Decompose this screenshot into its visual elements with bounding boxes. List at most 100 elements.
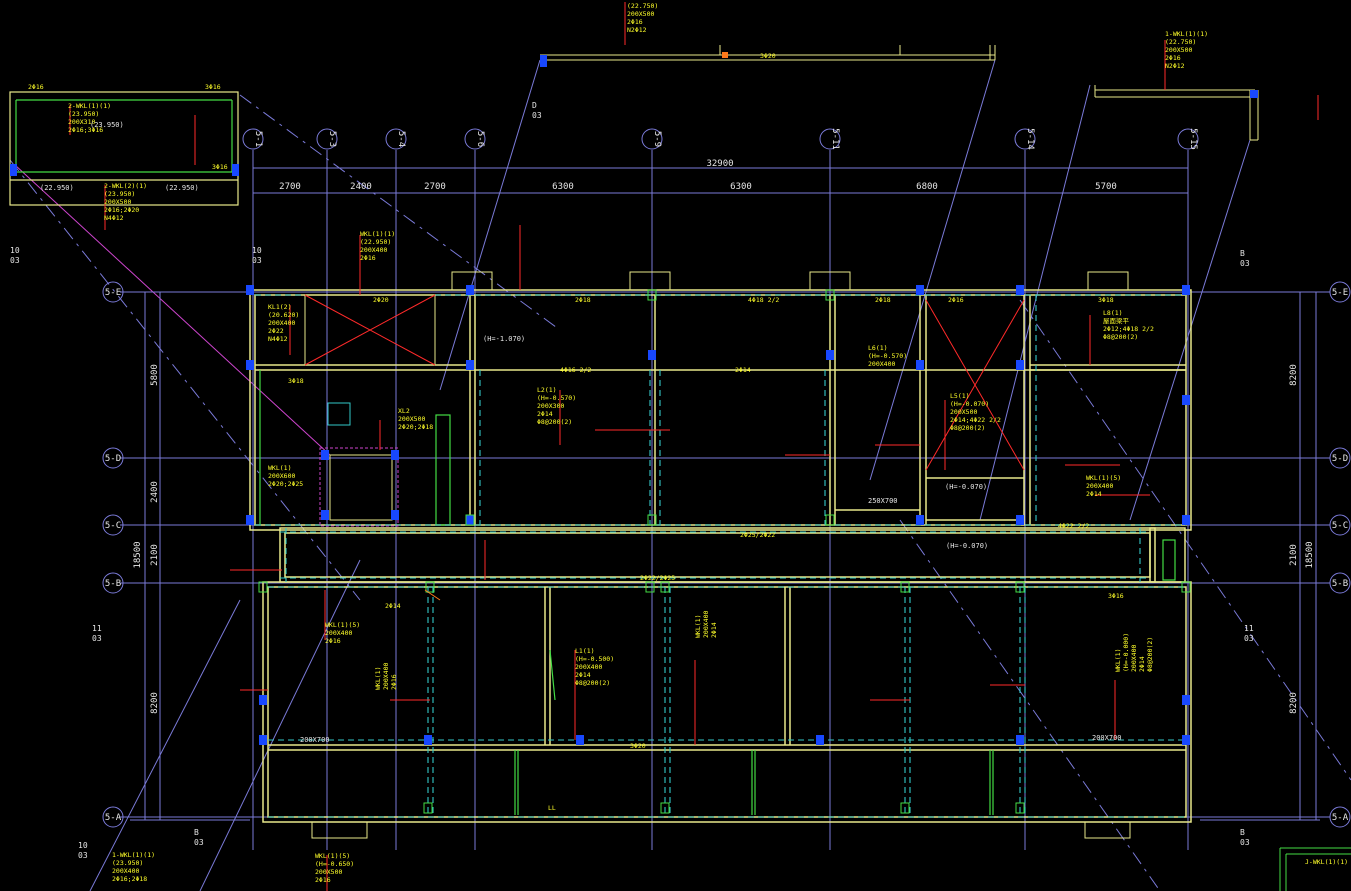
dimension-span: 2700	[279, 182, 301, 192]
annotation-labels: (22.750)200X5002Φ16N2Φ122-WKL(1)(1)(23.9…	[40, 2, 1348, 884]
beam-label-line: 2Φ20;2Φ18	[398, 423, 433, 431]
beam-label-line: (H=-0.070)	[950, 400, 989, 408]
axis-bubble	[102, 514, 124, 536]
beam-label-line: (22.750)	[627, 2, 658, 10]
beam-label-line: L1(1)	[575, 647, 595, 655]
beam-label-line: L2(1)	[537, 386, 557, 394]
beam-label-line: Φ8@200(2)	[1146, 637, 1154, 672]
beam-label-line: 2Φ16;2Φ18	[112, 875, 147, 883]
column	[916, 515, 924, 525]
rebar-tag: 3Φ18	[1098, 296, 1114, 304]
beam-label-line: 2Φ16	[627, 18, 643, 26]
beam-label-line: XL2	[398, 407, 410, 415]
column	[1016, 735, 1024, 745]
beam-label-line: 200X500	[398, 415, 425, 423]
columns	[246, 285, 1191, 814]
beam-label-line: (H=-0.000)	[1122, 633, 1130, 672]
column	[424, 735, 432, 745]
column	[246, 285, 254, 295]
column	[1182, 695, 1190, 705]
beam-label-line: 200X310	[68, 118, 95, 126]
beam-label-line: WKL(1)	[268, 464, 291, 472]
column	[816, 735, 824, 745]
section-mark-bottom: 03	[252, 256, 262, 265]
column-outline	[660, 802, 670, 814]
beam-label: J-WKL(1)(1)	[1305, 858, 1348, 866]
beam-label-line: (23.950)	[68, 110, 99, 118]
beam-label-line: J-WKL(1)(1)	[1305, 858, 1348, 866]
beam-label-line: 200X400	[112, 867, 139, 875]
detail-strip-marker	[722, 52, 728, 58]
detail-box-column-left	[10, 164, 17, 176]
axis-label: 5-E	[1332, 288, 1348, 298]
beam-label-line: 2Φ16	[360, 254, 376, 262]
column-outline	[1015, 802, 1025, 814]
axis-bubble	[102, 281, 124, 303]
axis-label: 5-14	[1025, 128, 1035, 150]
beam-label-line: 屋面梁平	[1103, 316, 1130, 325]
rebar-tag: 3Φ16	[212, 163, 228, 171]
axis-bubble	[1329, 447, 1351, 469]
column	[1016, 360, 1024, 370]
section-mark-bottom: 03	[78, 851, 88, 860]
column	[321, 450, 329, 460]
column-outline	[825, 289, 835, 301]
beam-label-line: N4Φ12	[268, 335, 288, 343]
axis-label: 5-B	[1332, 579, 1348, 589]
column	[1016, 285, 1024, 295]
column	[1182, 285, 1190, 295]
axis-label: 5-B	[105, 579, 121, 589]
beam-label-line: 200X300	[537, 402, 564, 410]
axis-label: 5-D	[1332, 454, 1348, 464]
axis-bubble	[102, 572, 124, 594]
beam-label-line: 2Φ14	[1138, 656, 1146, 672]
rebar-tag: 2Φ18	[875, 296, 891, 304]
beam-label-line: (H=-0.500)	[575, 655, 614, 663]
section-mark-top: B	[194, 828, 199, 837]
beam-label-line: Φ8@200(2)	[575, 679, 610, 687]
detail-box-topleft	[9, 91, 239, 206]
dimension-total: 32900	[706, 159, 733, 169]
column-outline	[825, 514, 835, 526]
beam-label-line: L8(1)	[1103, 309, 1123, 317]
column-outline	[423, 802, 433, 814]
dimension-span: 2400	[350, 182, 372, 192]
axis-bubble	[1329, 514, 1351, 536]
column	[916, 360, 924, 370]
column	[259, 735, 267, 745]
axis-bubble	[316, 128, 338, 150]
axis-label: 5-11	[830, 128, 840, 150]
column-outline	[425, 581, 435, 593]
column	[1182, 735, 1190, 745]
section-mark-top: 11	[1244, 624, 1254, 633]
beam-label-line: 200X400	[868, 360, 895, 368]
level-tag: 200X700	[1092, 734, 1122, 742]
column	[576, 735, 584, 745]
beam-label-line: 2Φ14	[575, 671, 591, 679]
rebar-tag: 4Φ18 2/2	[748, 296, 779, 304]
section-mark-top: 10	[252, 246, 262, 255]
rebar-tag: 3Φ16	[1108, 592, 1124, 600]
section-mark-top: 10	[10, 246, 20, 255]
axis-label: 5-E	[105, 288, 121, 298]
rebar-tag: 2Φ25/2Φ22	[740, 531, 775, 539]
beam-label-line: Φ8@200(2)	[1103, 333, 1138, 341]
section-mark-top: D	[532, 101, 537, 110]
beam-label-line: WKL(1)(1)	[360, 230, 395, 238]
rebar-tag: 2Φ22/2Φ25	[640, 574, 675, 582]
axis-bubble	[1014, 128, 1036, 150]
level-tag: (H=-0.070)	[946, 542, 988, 550]
beam-label-line: L5(1)	[950, 392, 970, 400]
section-mark-top: B	[1240, 249, 1245, 258]
axis-bubble	[102, 447, 124, 469]
